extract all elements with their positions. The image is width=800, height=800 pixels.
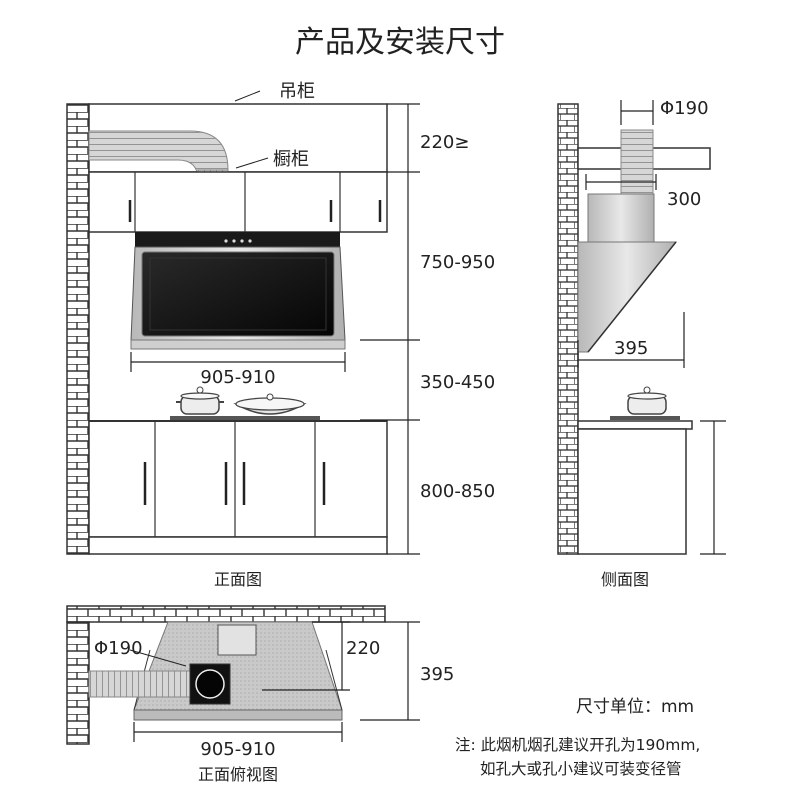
counter-height-label: 800-850	[420, 481, 495, 502]
base-cabinet	[88, 420, 388, 538]
hood-bottom-trim	[130, 339, 346, 350]
top-motor-housing	[217, 624, 257, 656]
top-duct-offset-label: 220	[346, 638, 380, 659]
cupboard	[88, 171, 388, 233]
top-brick-wall-horizontal	[66, 605, 386, 623]
front-brick-wall	[66, 103, 90, 555]
side-duct-diameter-label: Φ190	[660, 98, 709, 119]
top-hood-width-label: 905-910	[200, 739, 275, 760]
top-hood-front-trim	[133, 709, 343, 721]
front-view: 905-910 吊柜 橱柜	[66, 81, 495, 589]
top-view-caption: 正面俯视图	[198, 765, 278, 784]
side-duct-offset-label: 300	[667, 189, 701, 210]
wok-icon	[233, 393, 307, 415]
hood-to-stove-label: 350-450	[420, 372, 495, 393]
hood-width-label: 905-910	[200, 367, 275, 388]
cabinet-clearance-label: 220≥	[420, 132, 469, 153]
side-base-cabinet	[577, 428, 687, 555]
top-duct	[88, 670, 194, 698]
install-note-line-2: 如孔大或孔小建议可装变径管	[480, 760, 682, 778]
unit-note: 尺寸单位：mm	[576, 697, 694, 717]
side-hood-depth-label: 395	[614, 338, 648, 359]
side-view: Φ190 300 395 侧面图	[557, 98, 726, 589]
top-duct-hole-icon	[195, 669, 225, 699]
top-duct-diameter-label: Φ190	[94, 638, 143, 659]
top-view: Φ190 220 395 905-910 正面俯视图	[66, 605, 454, 784]
hood-height-label: 750-950	[420, 252, 495, 273]
side-hood-chimney	[587, 193, 655, 243]
install-note-line-1: 注: 此烟机烟孔建议开孔为190mm,	[455, 736, 700, 754]
side-view-caption: 侧面图	[601, 570, 649, 589]
front-view-caption: 正面图	[214, 570, 262, 589]
diagram-title: 产品及安装尺寸	[295, 25, 505, 60]
pot-icon	[176, 386, 224, 415]
wall-cabinet-label: 吊柜	[279, 81, 315, 102]
hood-top-panel	[135, 232, 340, 247]
cabinet-plinth	[88, 536, 388, 555]
cupboard-label: 橱柜	[273, 149, 309, 170]
side-brick-wall	[557, 103, 579, 555]
side-duct	[620, 129, 654, 195]
top-brick-wall-vertical	[66, 621, 90, 745]
side-pot-icon	[627, 386, 667, 415]
side-hood-body	[577, 241, 678, 353]
hood-glass-panel	[141, 251, 335, 337]
side-countertop	[577, 420, 693, 430]
top-hood-depth-label: 395	[420, 664, 454, 685]
